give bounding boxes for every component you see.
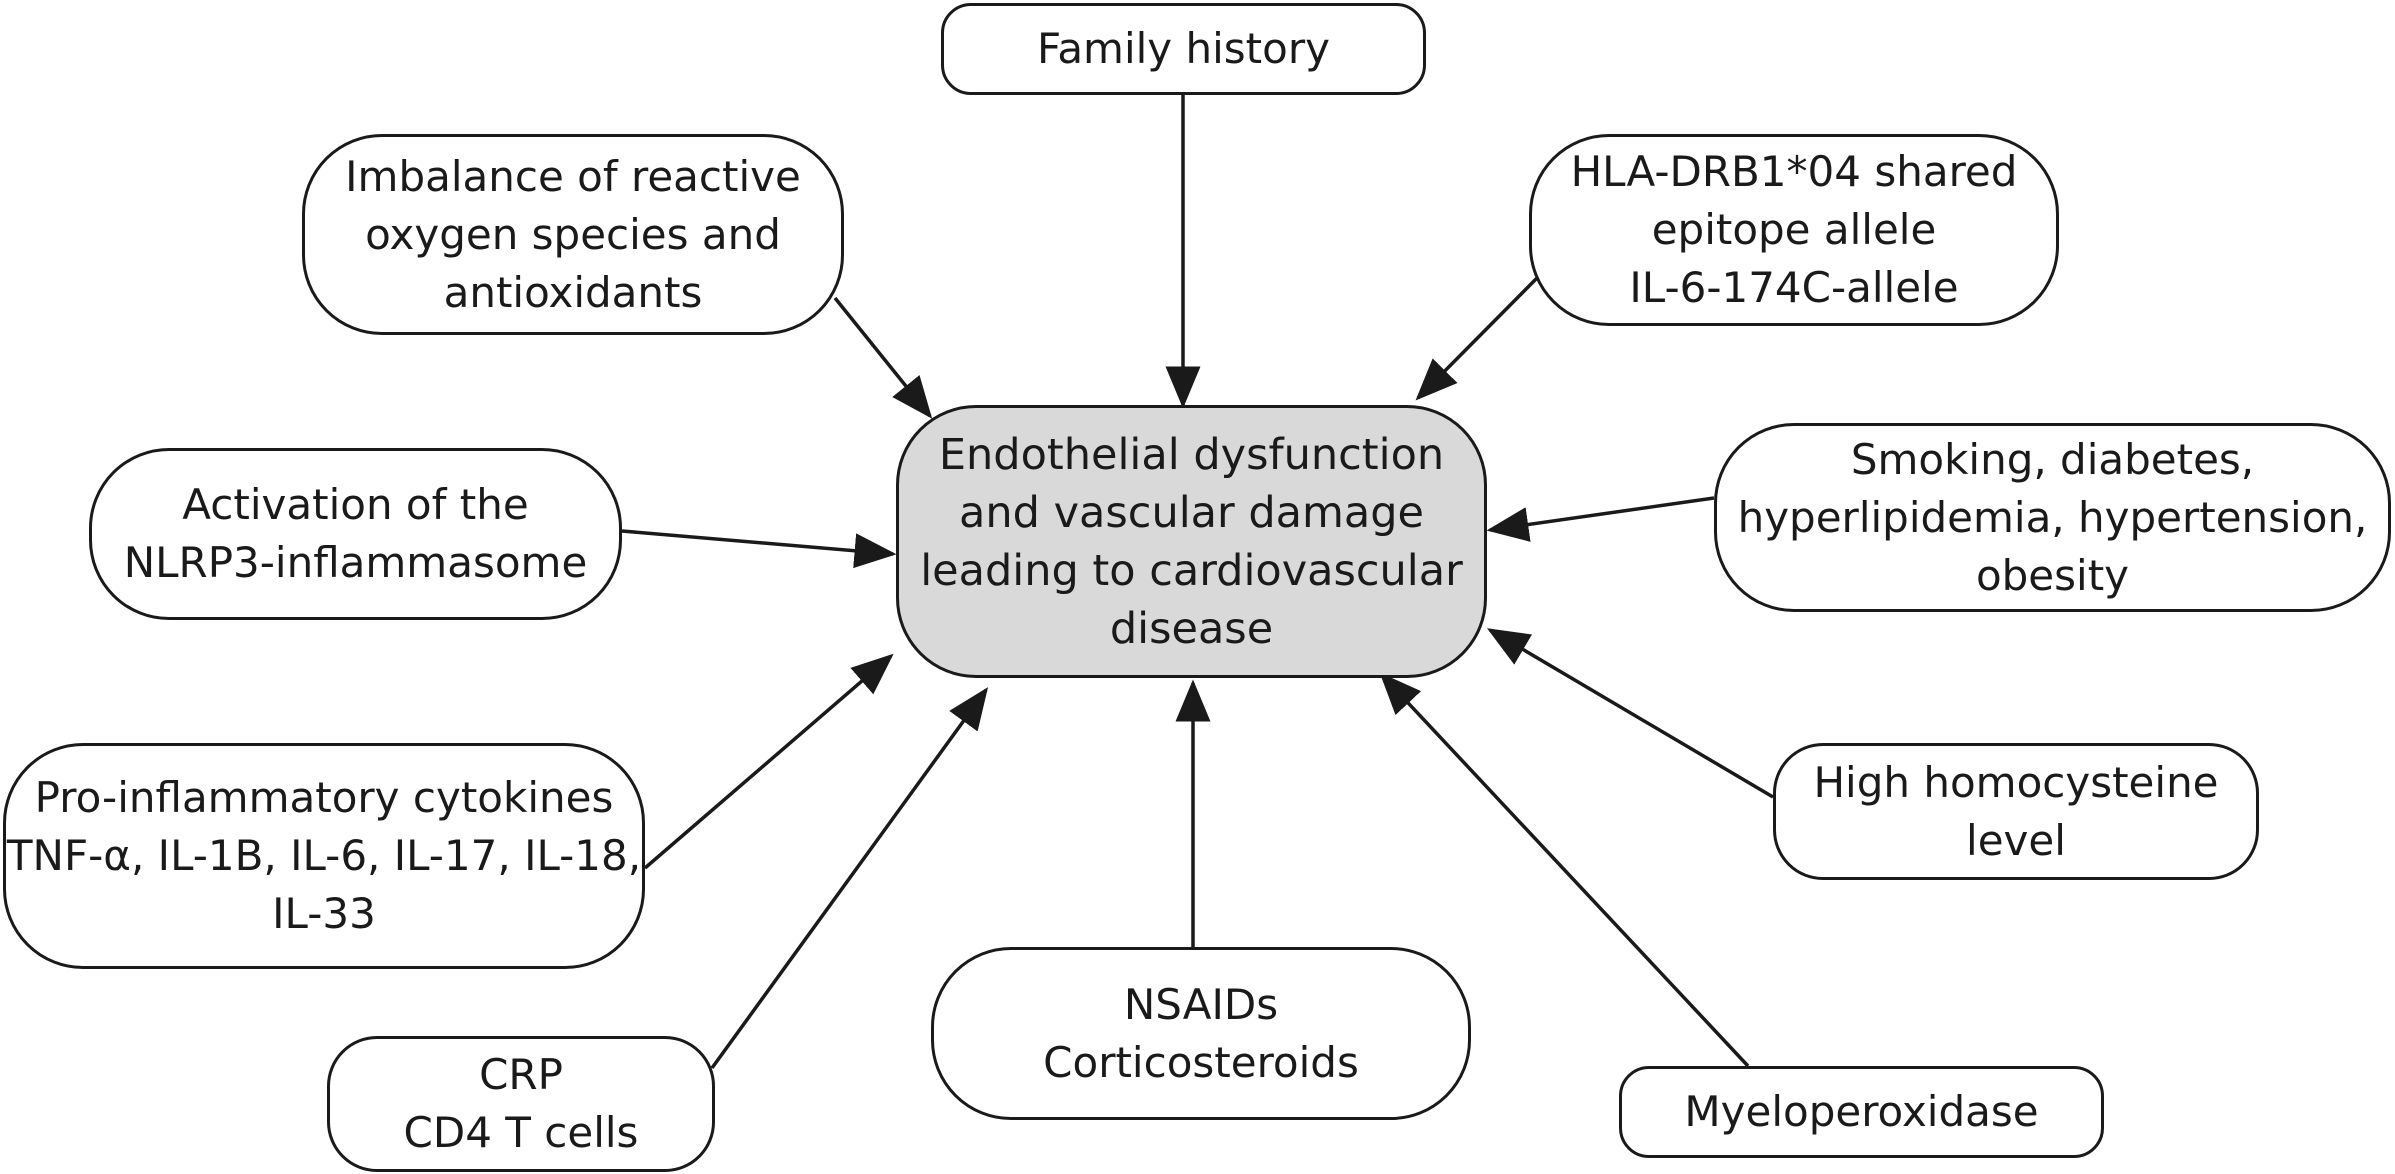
arrow-smoking bbox=[1486, 496, 1715, 542]
risk-factors-label: Smoking, diabetes, hyperlipidemia, hyper… bbox=[1737, 434, 2368, 600]
center-outcome-label: Endothelial dysfunction and vascular dam… bbox=[920, 429, 1463, 654]
arrow-cytokines bbox=[643, 653, 894, 870]
center-outcome-node: Endothelial dysfunction and vascular dam… bbox=[896, 405, 1487, 678]
risk-factors-node: Smoking, diabetes, hyperlipidemia, hyper… bbox=[1714, 423, 2391, 612]
family-history-node: Family history bbox=[941, 3, 1426, 95]
nsaids-label: NSAIDs Corticosteroids bbox=[1043, 979, 1359, 1087]
myeloperoxidase-label: Myeloperoxidase bbox=[1684, 1087, 2039, 1136]
hla-allele-label: HLA-DRB1*04 shared epitope allele IL-6-1… bbox=[1570, 147, 2018, 312]
nlrp3-node: Activation of the NLRP3-inflammasome bbox=[89, 448, 622, 620]
cytokines-label: Pro-inflammatory cytokines TNF-α, IL-1B,… bbox=[6, 773, 642, 938]
homocysteine-label: High homocysteine level bbox=[1813, 757, 2219, 865]
arrow-myeloperoxidase bbox=[1379, 672, 1750, 1068]
ros-imbalance-label: Imbalance of reactive oxygen species and… bbox=[345, 151, 801, 317]
ros-imbalance-node: Imbalance of reactive oxygen species and… bbox=[302, 134, 844, 335]
nlrp3-label: Activation of the NLRP3-inflammasome bbox=[123, 480, 588, 587]
nsaids-node: NSAIDs Corticosteroids bbox=[931, 947, 1471, 1120]
myeloperoxidase-node: Myeloperoxidase bbox=[1619, 1066, 2104, 1158]
arrow-hla bbox=[1415, 276, 1539, 401]
arrow-crp bbox=[710, 687, 989, 1070]
family-history-label: Family history bbox=[1037, 24, 1330, 73]
homocysteine-node: High homocysteine level bbox=[1773, 743, 2259, 880]
cytokines-node: Pro-inflammatory cytokines TNF-α, IL-1B,… bbox=[3, 743, 645, 969]
arrow-nlrp3 bbox=[621, 529, 897, 569]
arrow-imbalance bbox=[833, 296, 933, 419]
crp-label: CRP CD4 T cells bbox=[403, 1050, 639, 1157]
crp-node: CRP CD4 T cells bbox=[327, 1036, 715, 1172]
hla-allele-node: HLA-DRB1*04 shared epitope allele IL-6-1… bbox=[1529, 134, 2059, 326]
arrow-homocysteine bbox=[1486, 628, 1774, 799]
